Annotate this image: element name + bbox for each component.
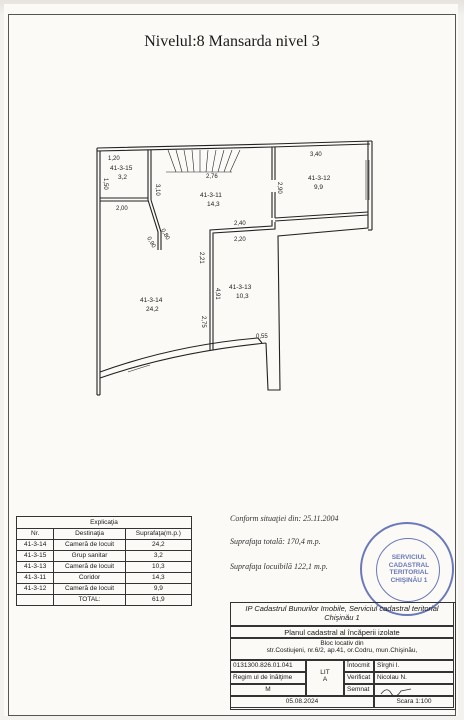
legend-cell-nr: 41-3-12 xyxy=(15,583,55,595)
legend-cell-area: 24,2 xyxy=(124,539,193,551)
dim-2-76: 2,76 xyxy=(206,174,218,180)
dim-2-40: 2,40 xyxy=(234,221,246,227)
room-code-15: 41-3-15 xyxy=(110,165,133,172)
stamp-line-1: SERVICIUL xyxy=(391,554,427,561)
checked-by-label: Verificat xyxy=(344,672,374,684)
legend-header-area: Suprafaţa(m.p.) xyxy=(124,528,193,540)
dim-1-20: 1,20 xyxy=(108,156,120,162)
legend-total-value: 61,9 xyxy=(124,594,193,606)
legend-row: 41-3-12 Cameră de locuit 9,9 xyxy=(15,583,193,595)
dim-3-40: 3,40 xyxy=(310,152,322,158)
page-title: Nivelul:8 Mansarda nivel 3 xyxy=(144,33,320,50)
building-text: Bloc locativ din xyxy=(320,640,364,647)
legend-cell-nr: 41-3-11 xyxy=(15,572,55,584)
legend-cell-area: 14,3 xyxy=(124,572,193,584)
date-cell: 05.08.2024 xyxy=(230,696,374,708)
legend-row: 41-3-15 Grup sanitar 3,2 xyxy=(15,550,193,562)
dim-0-80: 0,80 xyxy=(159,228,170,242)
legend-header-nr: Nr. xyxy=(15,528,55,540)
lit-block: LIT A xyxy=(306,660,344,696)
dim-1-50: 1,50 xyxy=(102,178,108,190)
room-code-13: 41-3-13 xyxy=(229,284,252,291)
lit-value: A xyxy=(322,676,328,683)
org-line-1: IP Cadastrul Bunurilor Imobile, Serviciu… xyxy=(245,604,439,613)
wall-bay xyxy=(99,337,259,373)
legend-cell-destination: Grup sanitar xyxy=(53,550,126,562)
dim-2-00: 2,00 xyxy=(116,206,128,212)
room-area-11: 14,3 xyxy=(207,201,220,208)
legend-cell-nr: 41-3-15 xyxy=(15,550,55,562)
dim-2-20: 2,20 xyxy=(234,237,246,243)
room-area-14: 24,2 xyxy=(146,306,159,313)
signed-label: Semnat xyxy=(344,684,374,696)
stairs xyxy=(166,149,241,173)
legend-cell-destination: Coridor xyxy=(53,572,126,584)
legend-header-destination: Destinaţia xyxy=(53,528,126,540)
room-area-12: 9,9 xyxy=(314,184,323,191)
room-code-11: 41-3-11 xyxy=(200,192,222,199)
cadastral-number: 0131300.826.01.041 xyxy=(230,660,306,672)
org-line-2: Chişinău 1 xyxy=(324,613,360,622)
height-regime-value: M xyxy=(230,684,306,696)
scale-cell: Scara 1:100 xyxy=(374,696,454,708)
title-block-org: IP Cadastrul Bunurilor Imobile, Serviciu… xyxy=(230,602,454,626)
situation-note: Conform situaţiei din: 25.11.2004 xyxy=(230,514,339,523)
address-text: str.Costiujeni, nr.6/2, ap.41, or.Codru,… xyxy=(266,647,418,654)
dim-2-21: 2,21 xyxy=(198,252,204,264)
legend-cell-destination: Cameră de locuit xyxy=(53,539,126,551)
dim-2-90: 2,90 xyxy=(276,182,282,194)
room-code-12: 41-3-12 xyxy=(308,175,331,182)
page-frame xyxy=(8,14,456,716)
drawn-by-name: Sîrghi I. xyxy=(374,660,454,672)
legend-table: Explicaţia Nr. Destinaţia Suprafaţa(m.p.… xyxy=(15,516,193,606)
legend-cell-nr: 41-3-14 xyxy=(15,539,55,551)
lit-label: LIT xyxy=(320,669,330,676)
legend-cell-destination: Cameră de locuit xyxy=(53,583,126,595)
height-regime-label: Regim ul de înălţime xyxy=(230,672,306,684)
stamp-line-3: TERITORIAL xyxy=(389,569,429,576)
wall-top xyxy=(96,140,373,149)
legend-cell-nr: 41-3-13 xyxy=(15,561,55,573)
legend-row: 41-3-14 Cameră de locuit 24,2 xyxy=(15,539,193,551)
signature-mark xyxy=(380,688,412,695)
dim-2-75: 2,75 xyxy=(200,316,206,328)
stamp-line-2: CADASTRAL xyxy=(388,561,430,569)
official-stamp: SERVICIUL CADASTRAL TERITORIAL CHIŞINĂU … xyxy=(360,522,454,616)
legend-caption: Explicaţia xyxy=(16,516,192,529)
legend-cell-destination: Cameră de locuit xyxy=(53,561,126,573)
legend-row: 41-3-11 Coridor 14,3 xyxy=(15,572,193,584)
checked-by-name: Nicolau N. xyxy=(374,672,454,684)
legend-total-row: TOTAL: 61,9 xyxy=(15,594,193,606)
dim-0-90: 0,90 xyxy=(145,236,156,250)
address-block: Bloc locativ din str.Costiujeni, nr.6/2,… xyxy=(230,638,454,660)
wall-bay-inner xyxy=(99,342,267,379)
drawn-by-label: Întocmit xyxy=(344,660,374,672)
dim-0-55: 0,55 xyxy=(256,334,268,340)
wall-right-lower xyxy=(265,141,369,391)
stamp-line-4: CHIŞINĂU 1 xyxy=(390,576,428,584)
dim-3-10: 3,10 xyxy=(154,184,160,196)
legend-total-label: TOTAL: xyxy=(53,594,126,606)
legend-cell-area: 3,2 xyxy=(124,550,193,562)
wall-diagonal xyxy=(147,199,159,250)
room-code-14: 41-3-14 xyxy=(140,297,163,304)
legend-row: 41-3-13 Cameră de locuit 10,3 xyxy=(15,561,193,573)
total-area-note: Suprafaţa totală: 170,4 m.p. xyxy=(230,537,321,546)
room-area-15: 3,2 xyxy=(118,174,127,181)
signature-cell xyxy=(374,684,454,696)
legend-cell-area: 10,3 xyxy=(124,561,193,573)
living-area-note: Suprafaţa locuibilă 122,1 m.p. xyxy=(230,562,328,571)
legend-cell-area: 9,9 xyxy=(124,583,193,595)
room-area-13: 10,3 xyxy=(236,293,249,300)
dim-4-91: 4,91 xyxy=(214,288,220,300)
doc-title: Planul cadastral al încăperii izolate xyxy=(230,626,454,638)
